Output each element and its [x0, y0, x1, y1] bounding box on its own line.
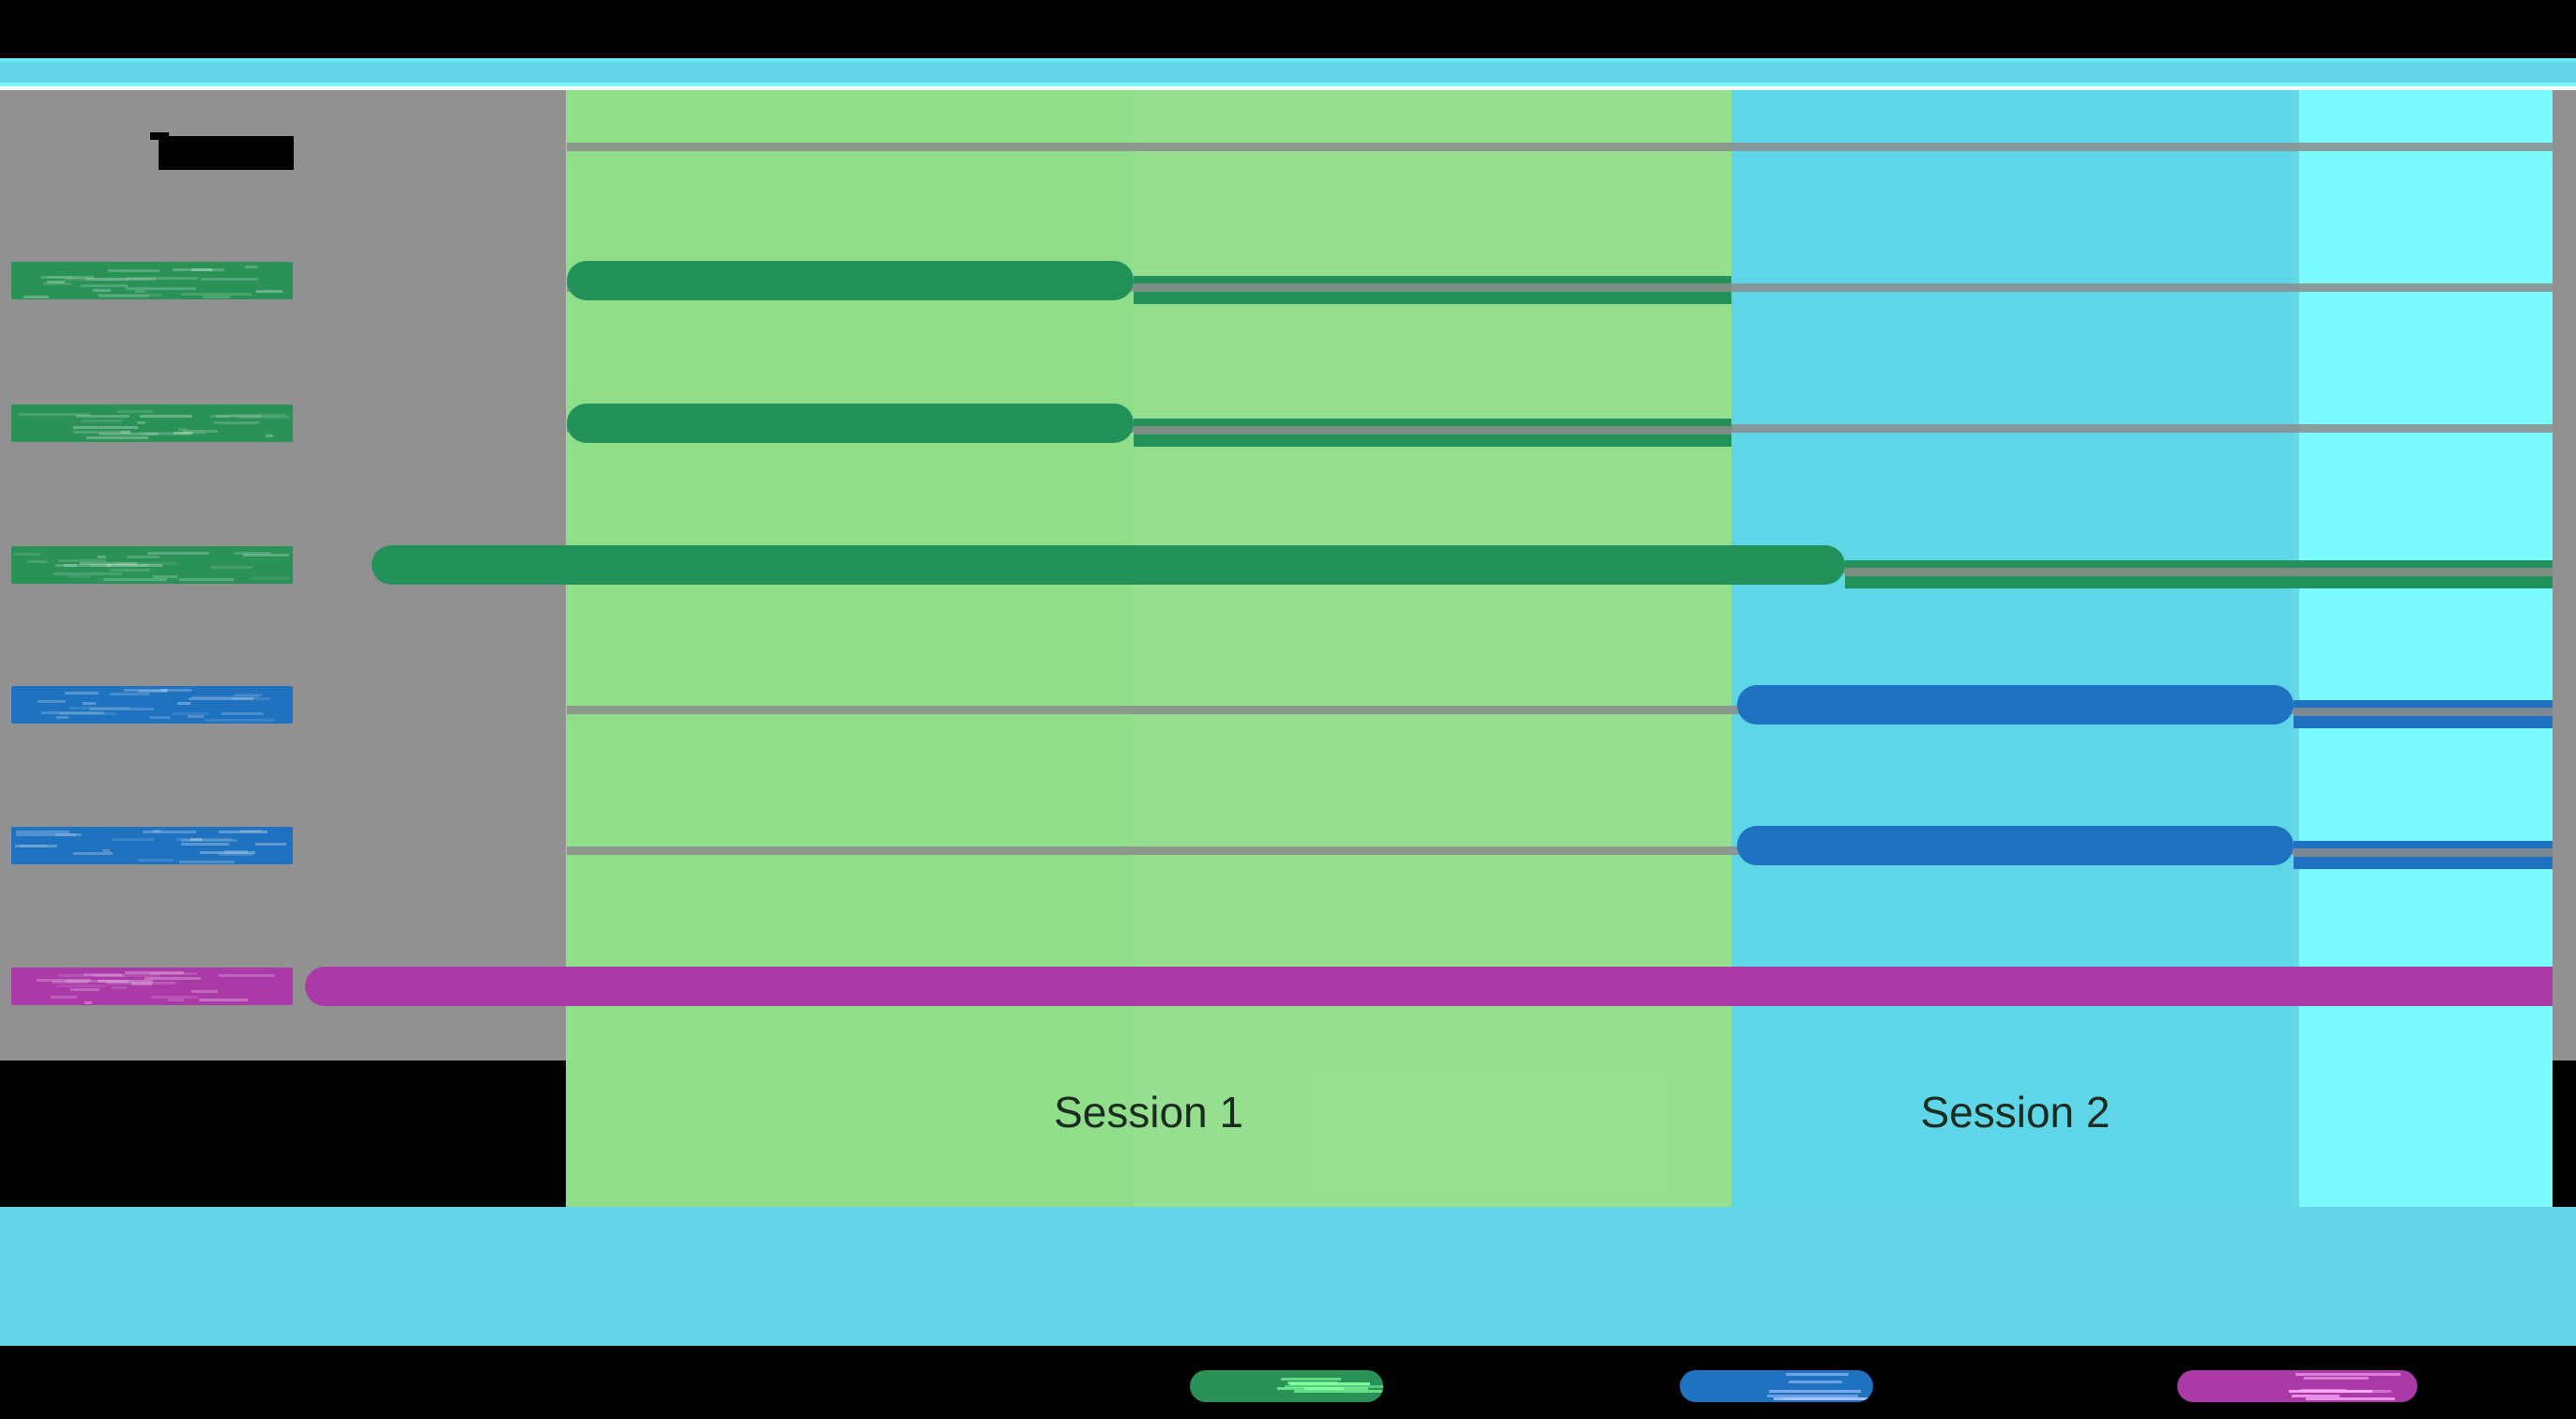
chart-title-redacted-tick — [150, 132, 169, 140]
session-band-1-subregion — [1134, 90, 1731, 1207]
legend-item[interactable] — [2177, 1370, 2417, 1402]
grid-line-over-tail — [2294, 708, 2553, 716]
legend-item[interactable] — [1190, 1370, 1383, 1402]
footer-band — [0, 1207, 2576, 1346]
grid-line-over-tail — [1134, 283, 1731, 292]
row-label-chip — [11, 827, 293, 864]
right-gutter — [2553, 90, 2576, 1060]
session-band-2 — [1731, 90, 2299, 1207]
gantt-bar[interactable] — [305, 967, 2576, 1006]
session-band-2-edge — [2294, 90, 2299, 1207]
top-accent-strip-2 — [0, 62, 2576, 83]
gantt-bar[interactable] — [567, 404, 1134, 443]
top-accent-strip-3 — [0, 83, 2576, 86]
grid-line-over-tail — [1134, 426, 1731, 435]
legend-item[interactable] — [1680, 1370, 1873, 1402]
gantt-bar[interactable] — [1737, 826, 2294, 865]
grid-line — [567, 847, 2553, 855]
grid-line — [567, 143, 2553, 151]
gantt-bar[interactable] — [567, 261, 1134, 300]
row-label-chip — [11, 968, 293, 1005]
row-label-chip — [11, 546, 293, 584]
gantt-bar[interactable] — [372, 545, 1845, 585]
session-label-1: Session 1 — [1053, 1088, 1243, 1137]
top-accent-strip-4 — [0, 86, 2576, 90]
grid-line-over-tail — [2294, 848, 2553, 857]
top-accent-strip-1 — [0, 58, 2576, 62]
gantt-bar[interactable] — [1737, 685, 2294, 725]
row-label-chip — [11, 404, 293, 442]
row-label-chip — [11, 686, 293, 724]
chart-title-redacted — [159, 136, 294, 170]
session-band-3 — [2299, 90, 2553, 1207]
grid-line — [567, 706, 2553, 714]
session-label-2: Session 2 — [1920, 1088, 2111, 1137]
grid-line-over-tail — [1845, 568, 2553, 576]
row-label-chip — [11, 262, 293, 299]
